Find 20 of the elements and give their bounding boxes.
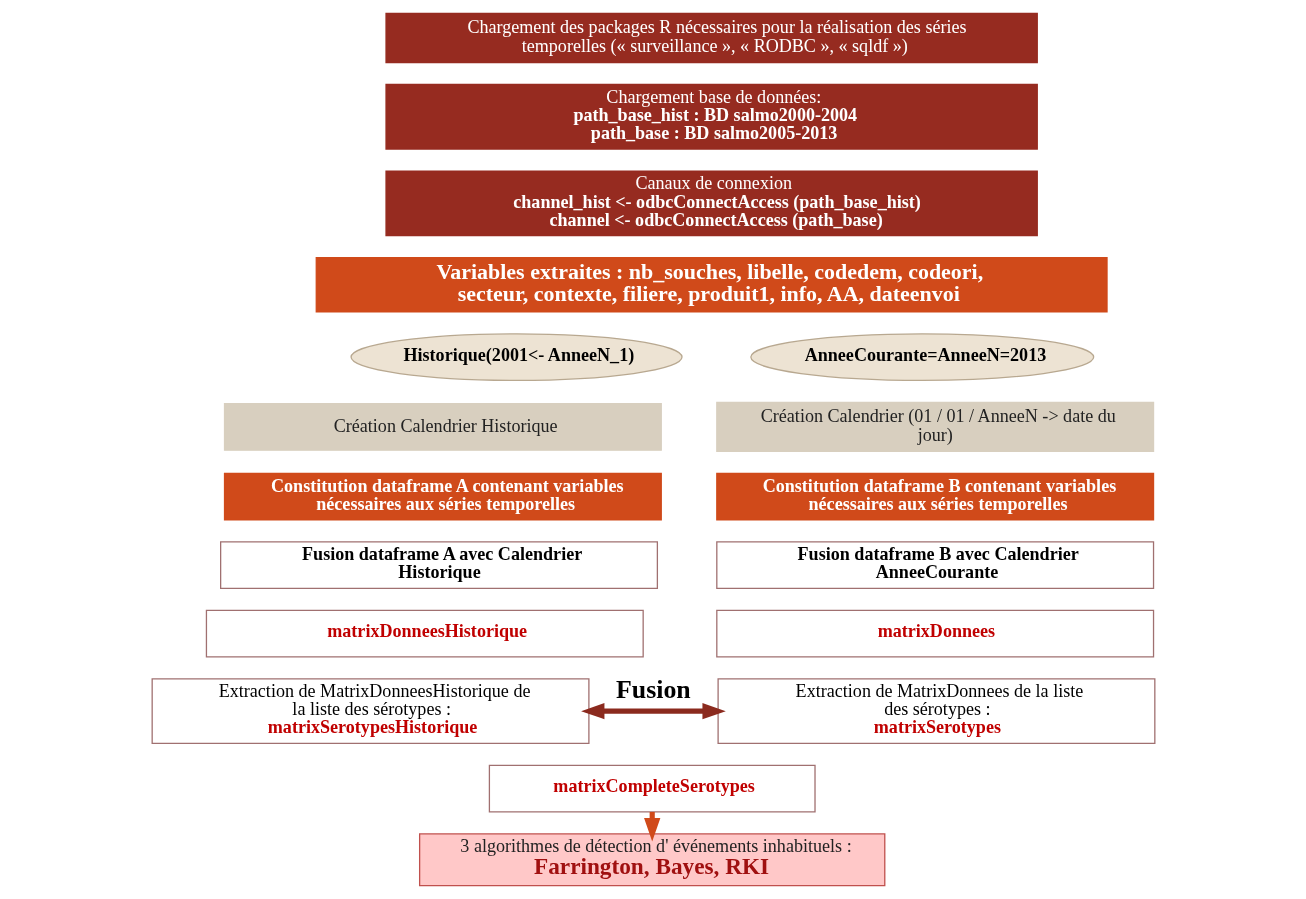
- node-box: matrixDonnees: [715, 609, 1154, 658]
- arrow: [580, 703, 726, 720]
- node-box: Extraction de MatrixDonnees de la liste des sérotypes : matrixSerotypes: [716, 678, 1155, 745]
- node-box: Canaux de connexion channel_hist <- odbcConnectAccess (path_base_hist) channel <- odbcConnectAccess (path_base): [384, 170, 1038, 237]
- node-box: matrixCompleteSerotypes: [488, 764, 816, 813]
- node-box: Création Calendrier Historique: [223, 403, 662, 451]
- node-box: 3 algorithmes de détection d' événements inhabituels : Farrington, Bayes, RKI: [418, 833, 885, 887]
- node-box: Variables extraites : nb_souches, libelle, codedem, codeori, secteur, contexte, filiere, produit1, info, AA, dateenvoi: [315, 256, 1108, 313]
- node-box: Fusion dataframe B avec Calendrier AnneeCourante: [715, 541, 1154, 590]
- node-box: Chargement des packages R nécessaires pour la réalisation des séries temporelles (« surveillance », « RODBC », « sqldf »): [384, 12, 1038, 64]
- node-ellipse: Historique(2001<- AnneeN_1): [349, 333, 683, 381]
- node-box: Extraction de MatrixDonneesHistorique de la liste des sérotypes : matrixSerotypesHistorique: [151, 678, 590, 745]
- node-box: Constitution dataframe B contenant variables nécessaires aux séries temporelles: [715, 472, 1154, 521]
- node-box: Constitution dataframe A contenant variables nécessaires aux séries temporelles: [223, 472, 662, 521]
- node-box: Chargement base de données: path_base_hist : BD salmo2000-2004 path_base : BD salmo2005-2013: [384, 83, 1038, 150]
- node-ellipse: AnneeCourante=AnneeN=2013: [749, 333, 1094, 381]
- edge-label: Fusion: [615, 675, 691, 705]
- node-box: Création Calendrier (01 / 01 / AnneeN -> date du jour): [715, 401, 1154, 453]
- node-box: matrixDonneesHistorique: [205, 609, 644, 658]
- node-box: Fusion dataframe A avec Calendrier Historique: [219, 541, 658, 590]
